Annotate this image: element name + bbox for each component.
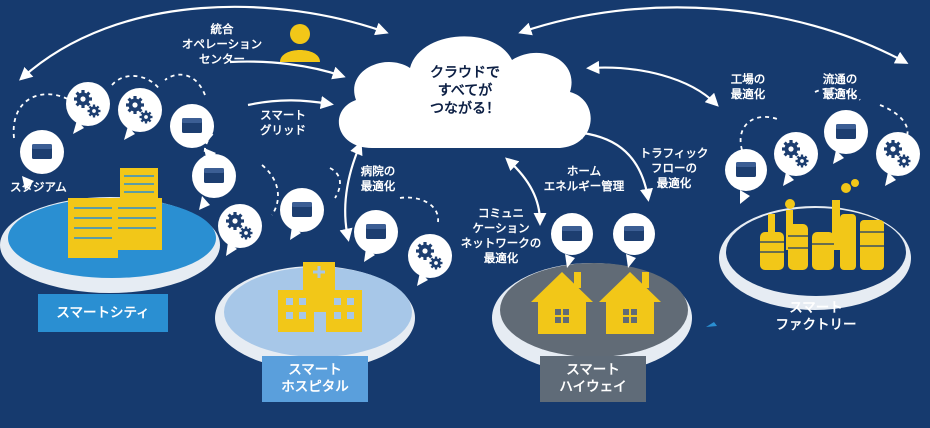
operations-line-3: センター: [199, 52, 245, 66]
smart-highway-line-2: ハイウェイ: [559, 379, 627, 395]
cloud-line-1: クラウドで: [430, 65, 500, 81]
bubble-gear-5: [774, 132, 818, 186]
operations-line-1: 統合: [210, 22, 234, 36]
server-icon: [736, 162, 756, 177]
smart-factory-line-2: ファクトリー: [775, 317, 857, 333]
smart-factory-plate: スマート ファクトリー: [762, 296, 870, 338]
bubble-server-4: [280, 188, 324, 240]
arc-cloud-factory: [518, 6, 909, 64]
traffic-line-1: トラフィック: [639, 146, 709, 160]
server-icon: [366, 224, 386, 239]
bubble-gear-3: [218, 204, 262, 256]
smart-grid-label: スマート グリッド: [240, 108, 326, 138]
server-icon: [624, 226, 644, 241]
bubble-gear-2: [118, 88, 162, 140]
factory-optimization-label: 工場の 最適化: [720, 72, 776, 102]
factory-icon: [760, 179, 884, 270]
operations-line-2: オペレーション: [181, 37, 263, 51]
server-icon: [292, 202, 312, 217]
traffic-line-3: 最適化: [656, 176, 692, 190]
bubble-server-8: [725, 149, 767, 204]
arc-cloud-logistics: [586, 60, 719, 107]
bubble-server-2: [170, 104, 216, 162]
bubble-server-3: [192, 154, 236, 210]
cloud-line-2: すべてが: [437, 83, 493, 99]
smart-hospital-line-1: スマート: [288, 362, 342, 378]
traffic-line-2: フローの: [651, 161, 697, 175]
arc-cloud-comm: [505, 157, 547, 226]
logistics-line-1: 流通の: [822, 72, 858, 86]
comm-line-3: ネットワークの: [460, 236, 542, 250]
server-icon: [32, 144, 52, 159]
smart-highway-line-1: スマート: [566, 362, 620, 378]
factory-opt-line-2: 最適化: [730, 87, 766, 101]
smart-factory-line-1: スマート: [789, 300, 843, 316]
home-energy-line-1: ホーム: [566, 164, 602, 178]
building-icon: [68, 168, 162, 258]
home-energy-line-2: エネルギー管理: [543, 179, 625, 193]
comm-line-1: コミュニ: [478, 206, 524, 220]
bubble-gear-6: [876, 132, 920, 186]
hospital-optimization-label: 病院の 最適化: [348, 164, 408, 194]
smart-hospital-line-2: ホスピタル: [281, 379, 349, 395]
hospital-opt-line-1: 病院の: [360, 164, 396, 178]
bubble-gear-1: [66, 82, 110, 134]
factory-opt-line-1: 工場の: [730, 72, 766, 86]
comm-line-2: ケーション: [472, 221, 530, 235]
bubble-server-5: [354, 210, 398, 262]
server-icon: [204, 168, 224, 183]
logistics-line-2: 最適化: [822, 87, 858, 101]
stadium-label: スタジアム: [10, 180, 67, 194]
arc-city-cloud: [19, 5, 389, 81]
bubble-server-6: [551, 213, 593, 268]
highway-disk: [500, 263, 688, 357]
server-icon: [562, 226, 582, 241]
bubble-gear-4: [408, 234, 452, 286]
operations-center-label: 統合 オペレーション センター: [162, 22, 282, 67]
bubble-server-1: [20, 130, 64, 190]
server-icon: [182, 118, 202, 133]
grid-line-1: スマート: [260, 108, 306, 122]
server-icon: [836, 124, 856, 139]
hospital-opt-line-2: 最適化: [360, 179, 396, 193]
home-energy-label: ホーム エネルギー管理: [532, 164, 636, 194]
hospital-icon: [278, 262, 362, 332]
bubble-server-9: [824, 110, 868, 164]
arc-cloud-hospital: [339, 141, 363, 242]
comm-line-4: 最適化: [483, 251, 519, 265]
comm-network-label: コミュニ ケーション ネットワークの 最適化: [446, 206, 556, 266]
grid-line-2: グリッド: [260, 123, 306, 137]
logistics-optimization-label: 流通の 最適化: [812, 72, 868, 102]
smart-hospital-plate: スマート ホスピタル: [262, 356, 368, 402]
arc-ops-cloud: [229, 60, 346, 80]
bubble-server-7: [613, 213, 655, 268]
smart-city-plate: スマートシティ: [38, 294, 168, 332]
traffic-flow-label: トラフィック フローの 最適化: [630, 146, 718, 191]
cloud-line-3: つながる！: [430, 101, 500, 117]
smart-highway-plate: スマート ハイウェイ: [540, 356, 646, 402]
arc-grid-cloud: [247, 96, 334, 110]
cloud-icon: [338, 36, 591, 148]
smart-city-label: スマートシティ: [56, 304, 150, 321]
person-icon: [280, 24, 320, 62]
cloud-message: クラウドで すべてが つながる！: [400, 64, 530, 118]
